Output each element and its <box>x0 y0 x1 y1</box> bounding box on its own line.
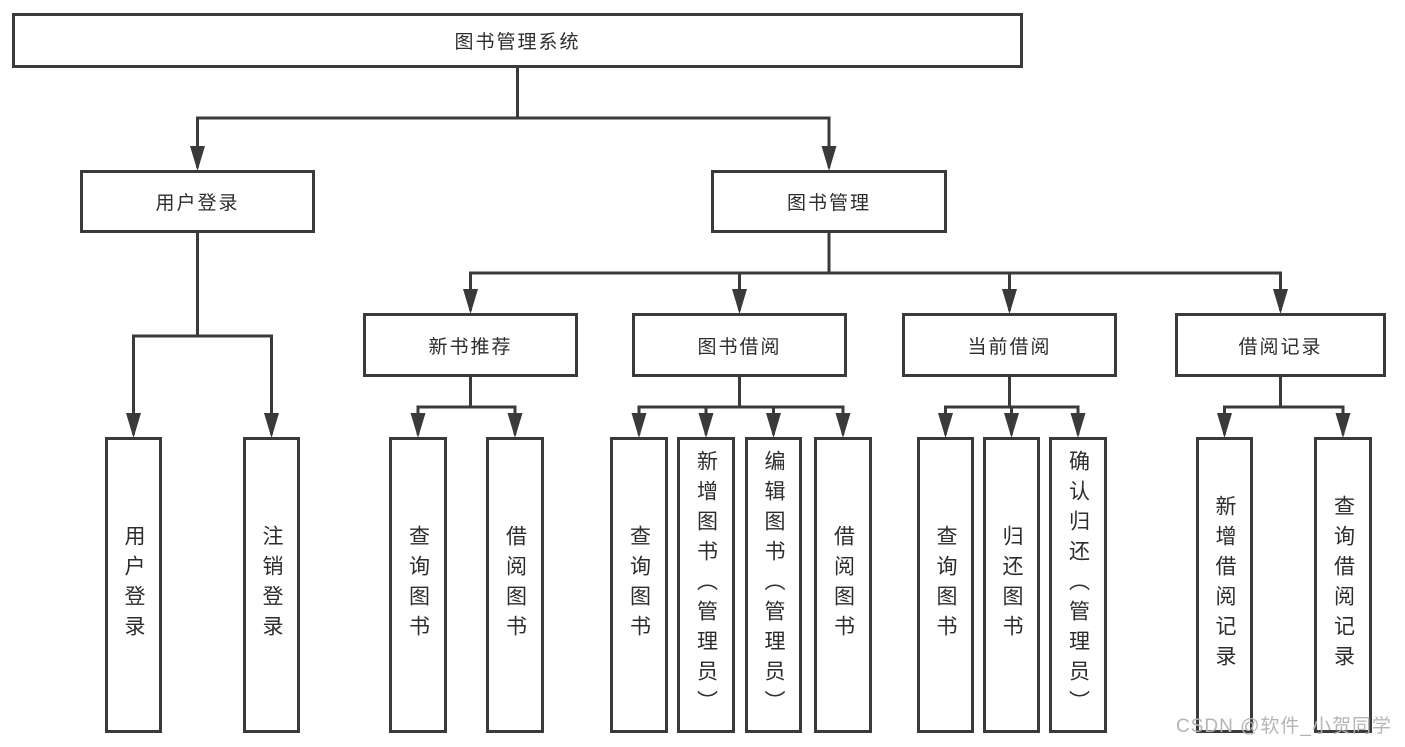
connector-user-login <box>126 231 279 438</box>
connector-book-mgmt <box>463 231 1288 314</box>
node-label-leaf-nbr-query: 查询图书 <box>406 525 430 645</box>
node-label-current-borrow: 当前借阅 <box>967 336 1052 358</box>
node-leaf-logout: 注销登录 <box>243 437 300 733</box>
node-user-login: 用户登录 <box>80 170 315 233</box>
node-label-leaf-user-login: 用户登录 <box>122 525 145 645</box>
node-leaf-cb-return: 归还图书 <box>983 437 1040 733</box>
node-leaf-nbr-query: 查询图书 <box>389 437 447 733</box>
node-leaf-user-login: 用户登录 <box>105 437 162 733</box>
node-leaf-cb-confirm: 确认归还（管理员） <box>1049 437 1107 733</box>
node-label-new-book-rec: 新书推荐 <box>428 336 513 358</box>
connector-book-borrow <box>631 375 851 438</box>
node-label-leaf-bb-add: 新增图书（管理员） <box>694 450 718 720</box>
node-label-leaf-logout: 注销登录 <box>260 525 283 645</box>
node-label-root: 图书管理系统 <box>454 32 581 53</box>
node-leaf-cb-query: 查询图书 <box>917 437 974 733</box>
node-leaf-br-add: 新增借阅记录 <box>1196 437 1253 733</box>
node-label-leaf-br-query: 查询借阅记录 <box>1331 495 1355 675</box>
connector-current-borrow <box>938 375 1086 438</box>
node-book-borrow: 图书借阅 <box>632 313 847 377</box>
node-leaf-bb-query: 查询图书 <box>610 437 668 733</box>
node-label-borrow-records: 借阅记录 <box>1238 336 1323 358</box>
connector-root <box>190 66 837 171</box>
node-label-leaf-cb-confirm: 确认归还（管理员） <box>1066 450 1090 720</box>
node-leaf-bb-add: 新增图书（管理员） <box>677 437 735 733</box>
node-label-leaf-br-add: 新增借阅记录 <box>1213 495 1236 675</box>
node-book-mgmt: 图书管理 <box>711 170 947 233</box>
node-label-leaf-cb-return: 归还图书 <box>1000 525 1023 645</box>
node-label-leaf-cb-query: 查询图书 <box>934 525 957 645</box>
connector-new-book-rec <box>410 375 523 438</box>
node-label-leaf-nbr-borrow: 借阅图书 <box>503 525 527 645</box>
node-label-leaf-bb-edit: 编辑图书（管理员） <box>762 450 785 720</box>
node-borrow-records: 借阅记录 <box>1175 313 1386 377</box>
connector-borrow-records <box>1217 375 1351 438</box>
node-new-book-rec: 新书推荐 <box>363 313 578 377</box>
node-label-book-mgmt: 图书管理 <box>786 193 871 214</box>
watermark: CSDN @软件_小贺同学 <box>1176 716 1392 737</box>
node-label-leaf-bb-query: 查询图书 <box>627 525 651 645</box>
node-root: 图书管理系统 <box>12 13 1023 68</box>
node-label-book-borrow: 图书借阅 <box>697 336 782 358</box>
node-leaf-bb-edit: 编辑图书（管理员） <box>745 437 802 733</box>
node-label-user-login: 用户登录 <box>155 193 240 214</box>
node-leaf-nbr-borrow: 借阅图书 <box>486 437 544 733</box>
node-current-borrow: 当前借阅 <box>902 313 1117 377</box>
node-label-leaf-bb-borrow: 借阅图书 <box>831 525 855 645</box>
node-leaf-br-query: 查询借阅记录 <box>1314 437 1372 733</box>
node-leaf-bb-borrow: 借阅图书 <box>814 437 872 733</box>
